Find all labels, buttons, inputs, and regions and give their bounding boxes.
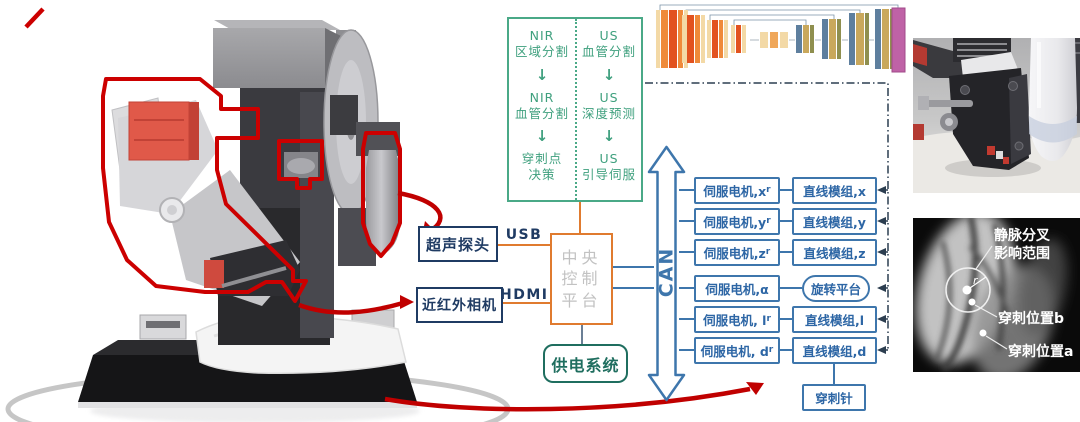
nir-module-outline — [101, 77, 308, 303]
ultrasound-probe-box: 超声探头 — [418, 226, 498, 262]
nir-camera-module — [128, 101, 199, 161]
radius-label: r — [973, 274, 979, 287]
bus-connectors — [613, 189, 835, 384]
down-arrow-icon: ↓ — [535, 127, 549, 145]
puncture-b-leader-line — [974, 304, 998, 318]
rotary-platform-box: 旋转平台 — [802, 274, 870, 302]
holder-outline — [277, 139, 324, 190]
central-control-platform-box: 中央 控制 平台 — [550, 233, 613, 325]
puncture-point-a — [979, 329, 987, 337]
hdmi-label: HDMI — [500, 287, 549, 303]
red-highlight-outlines — [24, 7, 402, 303]
puncture-b-label: 穿刺位置b — [998, 310, 1064, 327]
puncture-a-label: 穿刺位置a — [1008, 343, 1073, 360]
feedback-dashed-line — [645, 82, 889, 351]
influence-range-circle — [945, 267, 991, 313]
linear-module-x-box: 直线模组,x — [792, 176, 877, 204]
down-arrow-icon: ↓ — [602, 127, 616, 145]
end-effector-photo — [913, 38, 1080, 193]
bifurcation-label-line1: 静脉分叉 — [994, 227, 1051, 244]
nir-annotations: r 静脉分叉 影响范围 穿刺位置b 穿刺位置a — [945, 227, 1073, 360]
unet-architecture-diagram — [656, 4, 906, 73]
output-block — [891, 7, 906, 73]
encoder-blocks — [656, 10, 746, 68]
feedback-arrowheads — [877, 186, 886, 354]
can-bus-label: CAN — [655, 246, 678, 298]
ultrasound-probe-render — [366, 150, 400, 255]
nir-camera-box: 近红外相机 — [416, 287, 503, 323]
puncture-needle-box: 穿刺针 — [802, 384, 866, 411]
bifurcation-label-line2: 影响范围 — [994, 245, 1050, 262]
down-arrow-icon: ↓ — [602, 65, 616, 84]
down-arrow-icon: ↓ — [535, 65, 549, 84]
linear-module-l-box: 直线模组,l — [792, 305, 877, 333]
linear-module-d-box: 直线模组,d — [792, 336, 877, 364]
nir-vein-photo: r 静脉分叉 影响范围 穿刺位置b 穿刺位置a — [913, 218, 1080, 372]
linear-module-y-box: 直线模组,y — [792, 207, 877, 235]
can-bus-arrow — [647, 145, 686, 402]
decoder-blocks — [796, 7, 906, 73]
linear-module-z-box: 直线模组,z — [792, 238, 877, 266]
puncture-a-leader-line — [985, 335, 1008, 350]
puncture-point-b — [968, 298, 976, 306]
servo-motor-alpha-box: 伺服电机,α — [694, 274, 780, 302]
pipeline-step: 穿刺点决策 — [521, 151, 563, 183]
bifurcation-leader-line — [975, 245, 993, 270]
orange-connectors — [498, 201, 581, 304]
bottleneck-blocks — [760, 32, 788, 48]
probe-outline — [361, 131, 402, 258]
radius-line — [966, 276, 987, 291]
usb-label: USB — [505, 227, 543, 243]
power-system-box: 供电系统 — [543, 344, 628, 383]
